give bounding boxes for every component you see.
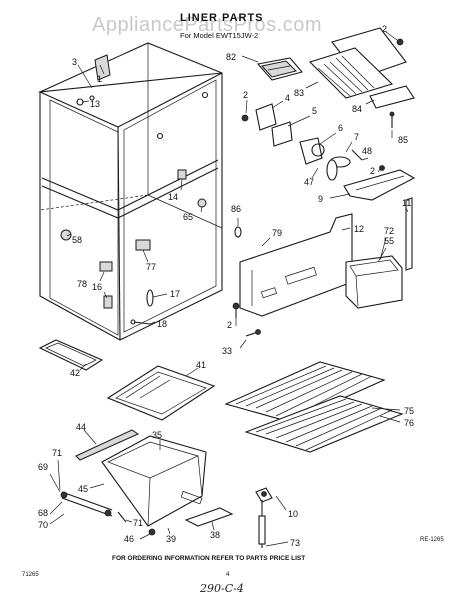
drip-tray: [38, 339, 104, 371]
crisper-drawer: [60, 429, 234, 536]
footer-left-code: 71265: [22, 572, 39, 578]
wire-shelf-upper: [224, 361, 386, 423]
callout-7: 7: [354, 132, 359, 142]
callout-17: 17: [170, 289, 180, 299]
callout-45: 45: [78, 484, 88, 494]
callout-71: 71: [52, 448, 62, 458]
middle-right-leaders: [235, 218, 387, 349]
cabinet-leaders: [66, 64, 203, 325]
callout-12: 12: [354, 224, 364, 234]
callout-2: 2: [382, 24, 387, 34]
callout-85: 85: [398, 135, 408, 145]
callout-48: 48: [362, 146, 372, 156]
callout-2: 2: [370, 166, 375, 176]
callout-42: 42: [70, 368, 80, 378]
handwritten-note: 290-C-4: [199, 582, 244, 595]
callout-75: 75: [404, 406, 414, 416]
callout-14: 14: [168, 192, 178, 202]
callout-70: 70: [38, 520, 48, 530]
reference-code: RE-1265: [420, 537, 444, 543]
lower-left-leaders: [49, 363, 215, 540]
callout-79: 79: [272, 228, 282, 238]
callout-2: 2: [243, 90, 248, 100]
glass-shelf: [106, 365, 216, 421]
diagram-subtitle: For Model EWT15JW-2: [180, 31, 258, 40]
callout-41: 41: [196, 360, 206, 370]
callout-44: 44: [76, 422, 86, 432]
callout-35: 35: [152, 430, 162, 440]
freezer-parts-top: [241, 27, 416, 271]
callout-78: 78: [77, 279, 87, 289]
callout-71: 71: [133, 518, 143, 528]
callout-5: 5: [312, 106, 317, 116]
callout-72: 72: [384, 226, 394, 236]
callout-55: 55: [384, 236, 394, 246]
callout-39: 39: [166, 534, 176, 544]
liner-cabinet: [37, 42, 223, 341]
callout-18: 18: [157, 319, 167, 329]
lower-right-parts: [255, 407, 401, 548]
evaporator-cover: [232, 213, 353, 337]
callout-3: 3: [72, 57, 77, 67]
callout-9: 9: [318, 194, 323, 204]
callout-58: 58: [72, 235, 82, 245]
callout-76: 76: [404, 418, 414, 428]
callout-33: 33: [222, 346, 232, 356]
freezer-leaders: [241, 31, 409, 213]
callout-84: 84: [352, 104, 362, 114]
evaporator-pan: [345, 255, 403, 309]
callout-1: 1: [97, 74, 102, 84]
callout-38: 38: [210, 530, 220, 540]
callout-86: 86: [231, 204, 241, 214]
callout-77: 77: [146, 262, 156, 272]
diagram-title: LINER PARTS: [180, 12, 264, 24]
watermark-text: AppliancePartsPros.com: [92, 14, 322, 36]
callout-16: 16: [92, 282, 102, 292]
wire-shelf-lower: [244, 395, 404, 453]
callout-47: 47: [304, 177, 314, 187]
callout-labels: 2 3 1 13 82 83 84 85 2 4 5 6 7 48 47 2 9…: [38, 24, 414, 548]
page-number: 4: [226, 572, 230, 578]
callout-73: 73: [290, 538, 300, 548]
callout-2: 2: [227, 320, 232, 330]
callout-68: 68: [38, 508, 48, 518]
callout-65: 65: [183, 212, 193, 222]
callout-83: 83: [294, 88, 304, 98]
callout-69: 69: [38, 462, 48, 472]
callout-6: 6: [338, 123, 343, 133]
callout-46: 46: [124, 534, 134, 544]
callout-82: 82: [226, 52, 236, 62]
callout-13: 13: [90, 99, 100, 109]
callout-4: 4: [285, 93, 290, 103]
ordering-info-footer: FOR ORDERING INFORMATION REFER TO PARTS …: [112, 555, 305, 562]
callout-11: 11: [402, 198, 411, 208]
callout-10: 10: [288, 509, 298, 519]
